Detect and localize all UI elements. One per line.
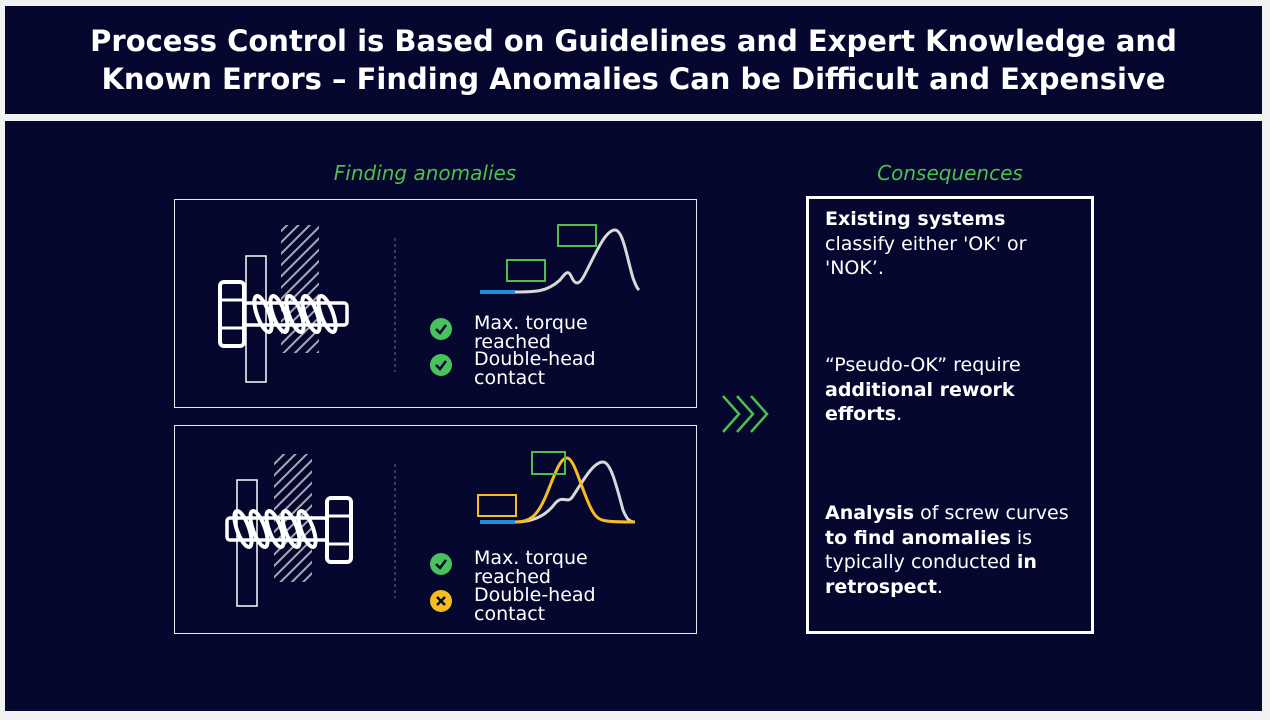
- check-row-double-head: Double-head contact: [430, 350, 634, 388]
- check-row-max-torque: Max. torque reached: [430, 314, 634, 352]
- check-row-max-torque: Max. torque reached: [430, 549, 634, 587]
- check-label-line: Double-head: [474, 584, 596, 606]
- consequence-bold: Analysis: [825, 502, 915, 524]
- slide-title-line-2: Known Errors – Finding Anomalies Can be …: [101, 62, 1166, 96]
- check-label-line: reached: [474, 331, 551, 353]
- consequence-text: .: [936, 575, 943, 598]
- chevron-right-icon: [722, 395, 769, 433]
- consequence-bold: to find anomalies: [825, 526, 1011, 549]
- torque-curve-anomaly: [477, 451, 636, 524]
- check-row-double-head: Double-head contact: [430, 586, 634, 624]
- ok-screw-panel: Max. torque reached Double-head contact: [174, 199, 697, 408]
- consequence-bold: additional rework efforts: [825, 378, 1015, 426]
- consequence-text: classify either 'OK' or 'NOK’.: [825, 232, 1027, 280]
- check-label-line: reached: [474, 566, 551, 588]
- check-icon: [430, 318, 452, 340]
- consequences-label: Consequences: [877, 161, 1023, 185]
- consequence-text: “Pseudo-OK” require: [825, 354, 1021, 376]
- plate-outline: [236, 479, 258, 607]
- anomaly-screw-panel: Max. torque reached Double-head contact: [174, 425, 697, 634]
- slide-title-line-1: Process Control is Based on Guidelines a…: [90, 24, 1177, 58]
- cross-icon: [430, 590, 452, 612]
- slide-header: Process Control is Based on Guidelines a…: [5, 6, 1262, 114]
- check-label-line: contact: [474, 603, 546, 625]
- check-icon: [430, 354, 452, 376]
- check-label-line: Double-head: [474, 348, 596, 370]
- main-area: Finding anomalies Consequences: [5, 121, 1262, 711]
- consequence-analysis: Analysis of screw curves to find anomali…: [825, 501, 1075, 599]
- consequence-bold: in retrospect: [825, 551, 1037, 598]
- consequence-text: is typically conducted: [825, 526, 1033, 574]
- anomaly-screw-illustration: [225, 451, 636, 607]
- consequence-bold: Existing systems: [825, 208, 1006, 230]
- consequence-existing-systems: Existing systems classify either 'OK' or…: [825, 207, 1075, 281]
- check-label-line: Max. torque: [474, 312, 588, 334]
- screw-thread-icon: [232, 509, 318, 549]
- check-icon: [430, 553, 452, 575]
- consequences-box: Existing systems classify either 'OK' or…: [806, 196, 1094, 634]
- check-label-line: contact: [474, 367, 546, 389]
- bolt-head-icon: [325, 496, 353, 564]
- screw-thread-icon: [252, 294, 338, 334]
- consequence-text: of screw curves: [914, 502, 1069, 524]
- check-label-line: Max. torque: [474, 547, 588, 569]
- finding-anomalies-label: Finding anomalies: [333, 161, 517, 185]
- consequence-text: .: [896, 403, 903, 425]
- plate-outline: [245, 255, 267, 383]
- ok-screw-illustration: [218, 224, 641, 383]
- bolt-head-icon: [218, 280, 246, 348]
- torque-curve-ok: [480, 224, 641, 294]
- consequence-pseudo-ok: “Pseudo-OK” require additional rework ef…: [825, 353, 1075, 427]
